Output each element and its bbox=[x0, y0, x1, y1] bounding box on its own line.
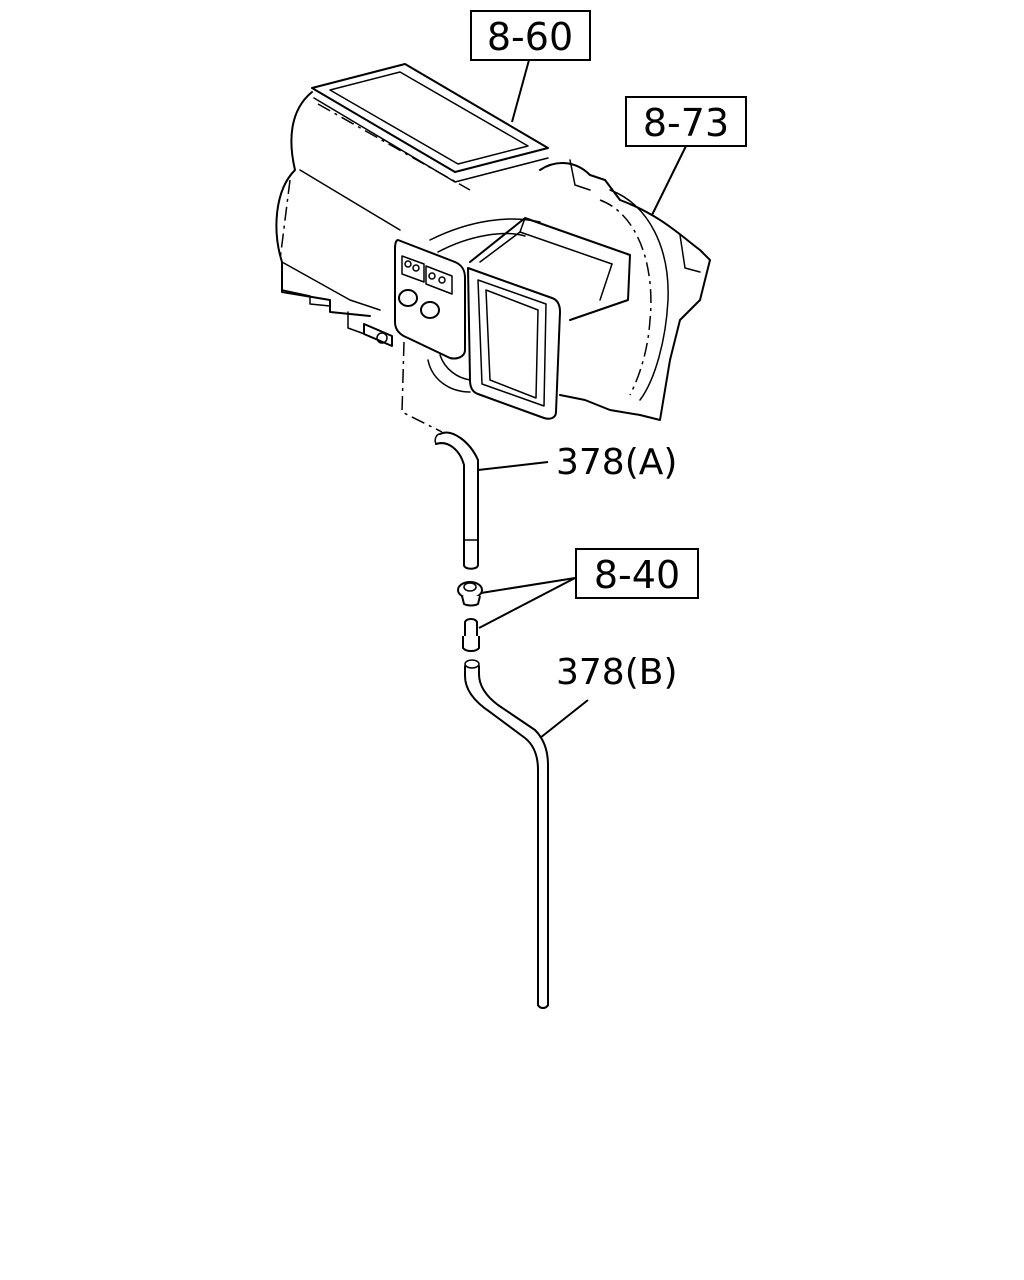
ref-callout-8-40: 8-40 bbox=[575, 548, 699, 599]
ref-callout-8-60: 8-60 bbox=[470, 10, 591, 61]
ref-label-8-60: 8-60 bbox=[487, 15, 573, 59]
drain-hose-a-drawing bbox=[401, 341, 479, 570]
part-label-378-b: 378(B) bbox=[556, 652, 678, 693]
leader-lines bbox=[477, 59, 687, 739]
part-label-378-a: 378(A) bbox=[556, 442, 677, 483]
ref-callout-8-73: 8-73 bbox=[625, 96, 747, 147]
ref-label-8-40: 8-40 bbox=[594, 553, 680, 597]
heater-unit-drawing bbox=[275, 63, 711, 421]
clip-and-connector-drawing bbox=[457, 581, 483, 652]
drain-hose-b-drawing bbox=[464, 659, 549, 1009]
ref-label-8-73: 8-73 bbox=[643, 101, 729, 145]
